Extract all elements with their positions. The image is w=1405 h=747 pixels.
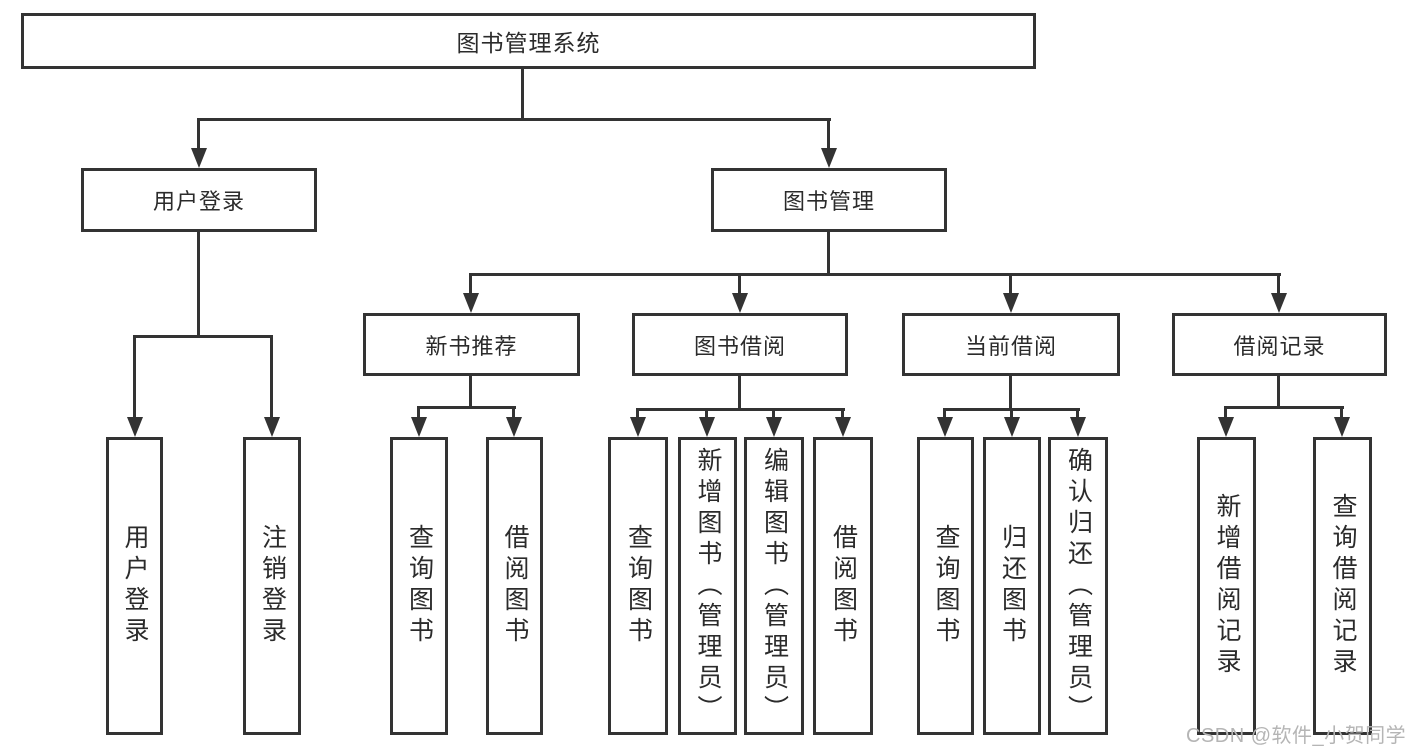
arrow-down-icon bbox=[1218, 417, 1234, 437]
leaf-confirm-return-admin: 确认归还（管理员） bbox=[1048, 437, 1108, 735]
arrow-down-icon bbox=[506, 417, 522, 437]
connector-user-login-hbar bbox=[133, 335, 273, 338]
node-label: 借阅图书 bbox=[501, 524, 529, 648]
arrow-down-icon bbox=[463, 293, 479, 313]
node-label: 图书管理 bbox=[782, 189, 875, 214]
connector-stem-leaf bbox=[1010, 408, 1013, 417]
connector-stem-leaf bbox=[512, 406, 515, 417]
connector-stem-leaf bbox=[705, 408, 708, 417]
connector-root-hbar bbox=[197, 118, 831, 121]
node-label: 编辑图书（管理员） bbox=[760, 446, 789, 726]
connector-stem-leaf bbox=[270, 335, 273, 417]
arrow-down-icon bbox=[1070, 417, 1086, 437]
arrow-down-icon bbox=[937, 417, 953, 437]
node-label: 归还图书 bbox=[998, 524, 1027, 648]
connector-stem-leaf bbox=[772, 408, 775, 417]
leaf-add-borrow-record: 新增借阅记录 bbox=[1197, 437, 1256, 735]
node-library-management-system: 图书管理系统 bbox=[21, 13, 1036, 69]
connector-stem bbox=[469, 376, 472, 409]
leaf-return-books: 归还图书 bbox=[983, 437, 1041, 735]
leaf-query-books-current: 查询图书 bbox=[917, 437, 974, 735]
connector-hbar bbox=[636, 408, 845, 411]
arrow-down-icon bbox=[821, 148, 837, 168]
connector-stem-leaf bbox=[133, 335, 136, 417]
connector-stem bbox=[1009, 376, 1012, 411]
arrow-down-icon bbox=[411, 417, 427, 437]
leaf-borrow-books-recommend: 借阅图书 bbox=[486, 437, 543, 735]
connector-stem-new-book bbox=[469, 273, 472, 293]
connector-stem-leaf bbox=[636, 408, 639, 417]
leaf-borrow-books-borrowing: 借阅图书 bbox=[813, 437, 873, 735]
connector-stem-leaf bbox=[1224, 406, 1227, 417]
arrow-down-icon bbox=[630, 417, 646, 437]
arrow-down-icon bbox=[1003, 293, 1019, 313]
node-label: 注销登录 bbox=[258, 524, 287, 648]
node-label: 借阅记录 bbox=[1233, 333, 1326, 359]
leaf-user-login: 用户登录 bbox=[106, 437, 163, 735]
node-label: 查询借阅记录 bbox=[1329, 493, 1357, 679]
connector-stem bbox=[1277, 376, 1280, 409]
connector-stem-book-borrow bbox=[738, 273, 741, 293]
node-label: 查询图书 bbox=[624, 524, 653, 648]
leaf-add-books-admin: 新增图书（管理员） bbox=[678, 437, 737, 735]
connector-hbar bbox=[417, 406, 516, 409]
connector-user-login-stem bbox=[197, 232, 200, 338]
connector-stem bbox=[738, 376, 741, 411]
connector-stem-leaf bbox=[1340, 406, 1343, 417]
node-label: 用户登录 bbox=[121, 524, 149, 648]
connector-book-management-stem bbox=[827, 232, 830, 276]
node-label: 确认归还（管理员） bbox=[1064, 446, 1093, 726]
leaf-query-books-recommend: 查询图书 bbox=[390, 437, 448, 735]
arrow-down-icon bbox=[1004, 417, 1020, 437]
arrow-down-icon bbox=[264, 417, 280, 437]
connector-stem-leaf bbox=[943, 408, 946, 417]
node-label: 新书推荐 bbox=[425, 333, 518, 359]
arrow-down-icon bbox=[127, 417, 143, 437]
node-label: 借阅图书 bbox=[829, 524, 858, 648]
node-label: 图书借阅 bbox=[693, 333, 786, 359]
node-current-borrowing: 当前借阅 bbox=[902, 313, 1120, 376]
node-label: 图书管理系统 bbox=[456, 30, 601, 56]
arrow-down-icon bbox=[191, 148, 207, 168]
node-new-book-recommendation: 新书推荐 bbox=[363, 313, 580, 376]
arrow-down-icon bbox=[1271, 293, 1287, 313]
connector-stem-leaf bbox=[841, 408, 844, 417]
node-label: 用户登录 bbox=[152, 189, 245, 214]
node-book-management: 图书管理 bbox=[711, 168, 947, 232]
node-label: 查询图书 bbox=[405, 524, 434, 648]
leaf-edit-books-admin: 编辑图书（管理员） bbox=[744, 437, 804, 735]
arrow-down-icon bbox=[699, 417, 715, 437]
arrow-down-icon bbox=[1334, 417, 1350, 437]
arrow-down-icon bbox=[835, 417, 851, 437]
node-label: 查询图书 bbox=[932, 524, 960, 648]
node-label: 新增图书（管理员） bbox=[694, 446, 722, 726]
connector-stem-current-borrow bbox=[1009, 273, 1012, 293]
node-user-login: 用户登录 bbox=[81, 168, 317, 232]
leaf-query-borrow-record: 查询借阅记录 bbox=[1313, 437, 1372, 735]
node-book-borrowing: 图书借阅 bbox=[632, 313, 848, 376]
node-label: 当前借阅 bbox=[964, 333, 1057, 359]
connector-book-management-hbar bbox=[469, 273, 1281, 276]
watermark: CSDN @软件_小贺同学 bbox=[1186, 725, 1405, 747]
node-label: 新增借阅记录 bbox=[1213, 493, 1241, 679]
connector-hbar bbox=[1224, 406, 1344, 409]
leaf-query-books-borrowing: 查询图书 bbox=[608, 437, 668, 735]
arrow-down-icon bbox=[766, 417, 782, 437]
connector-stem-leaf bbox=[1076, 408, 1079, 417]
arrow-down-icon bbox=[732, 293, 748, 313]
connector-root-stem bbox=[521, 69, 524, 120]
leaf-logout: 注销登录 bbox=[243, 437, 301, 735]
connector-stem-book-management bbox=[827, 118, 830, 150]
connector-stem-leaf bbox=[417, 406, 420, 417]
node-borrowing-records: 借阅记录 bbox=[1172, 313, 1387, 376]
connector-stem-user-login bbox=[197, 118, 200, 150]
connector-stem-borrow-records bbox=[1277, 273, 1280, 293]
